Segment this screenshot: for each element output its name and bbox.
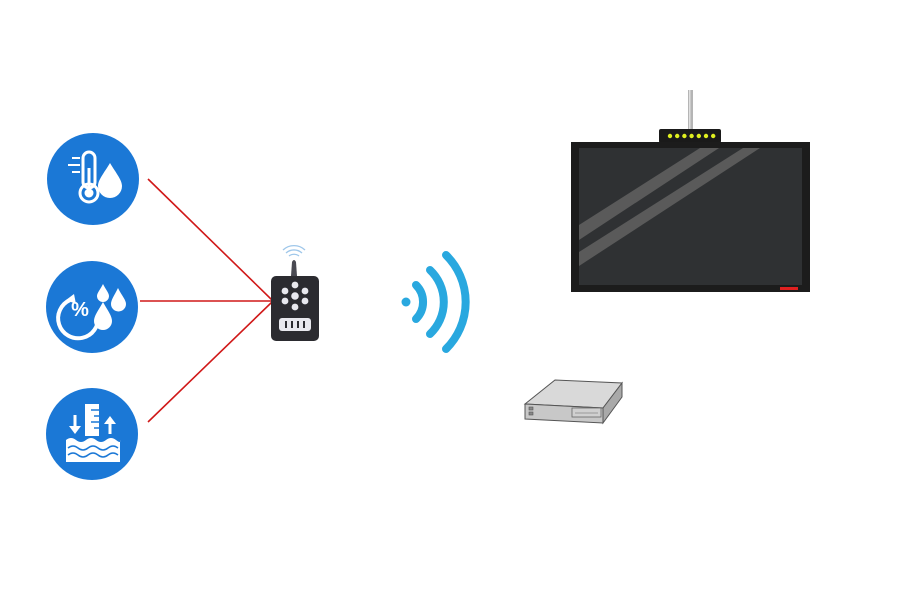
connection-line-water-level xyxy=(147,301,273,423)
indicator-led xyxy=(689,133,694,139)
gateway-receiver-icon xyxy=(659,90,721,143)
monitor-display-icon xyxy=(571,142,810,292)
indicator-led xyxy=(667,133,673,139)
server-box-icon xyxy=(523,379,623,425)
temperature-humidity-icon xyxy=(47,133,139,225)
indicator-led xyxy=(711,133,716,139)
indicator-led xyxy=(703,133,709,139)
relative-humidity-icon: % xyxy=(46,261,138,353)
indicator-led xyxy=(682,133,687,139)
indicator-led xyxy=(696,133,701,139)
svg-text:%: % xyxy=(71,299,89,321)
water-level-icon xyxy=(46,388,138,480)
wifi-signal-icon xyxy=(401,251,470,353)
connection-line-temperature xyxy=(147,178,273,301)
wireless-transmitter-icon xyxy=(271,244,319,341)
connection-lines xyxy=(140,178,273,423)
indicator-led xyxy=(675,133,680,139)
